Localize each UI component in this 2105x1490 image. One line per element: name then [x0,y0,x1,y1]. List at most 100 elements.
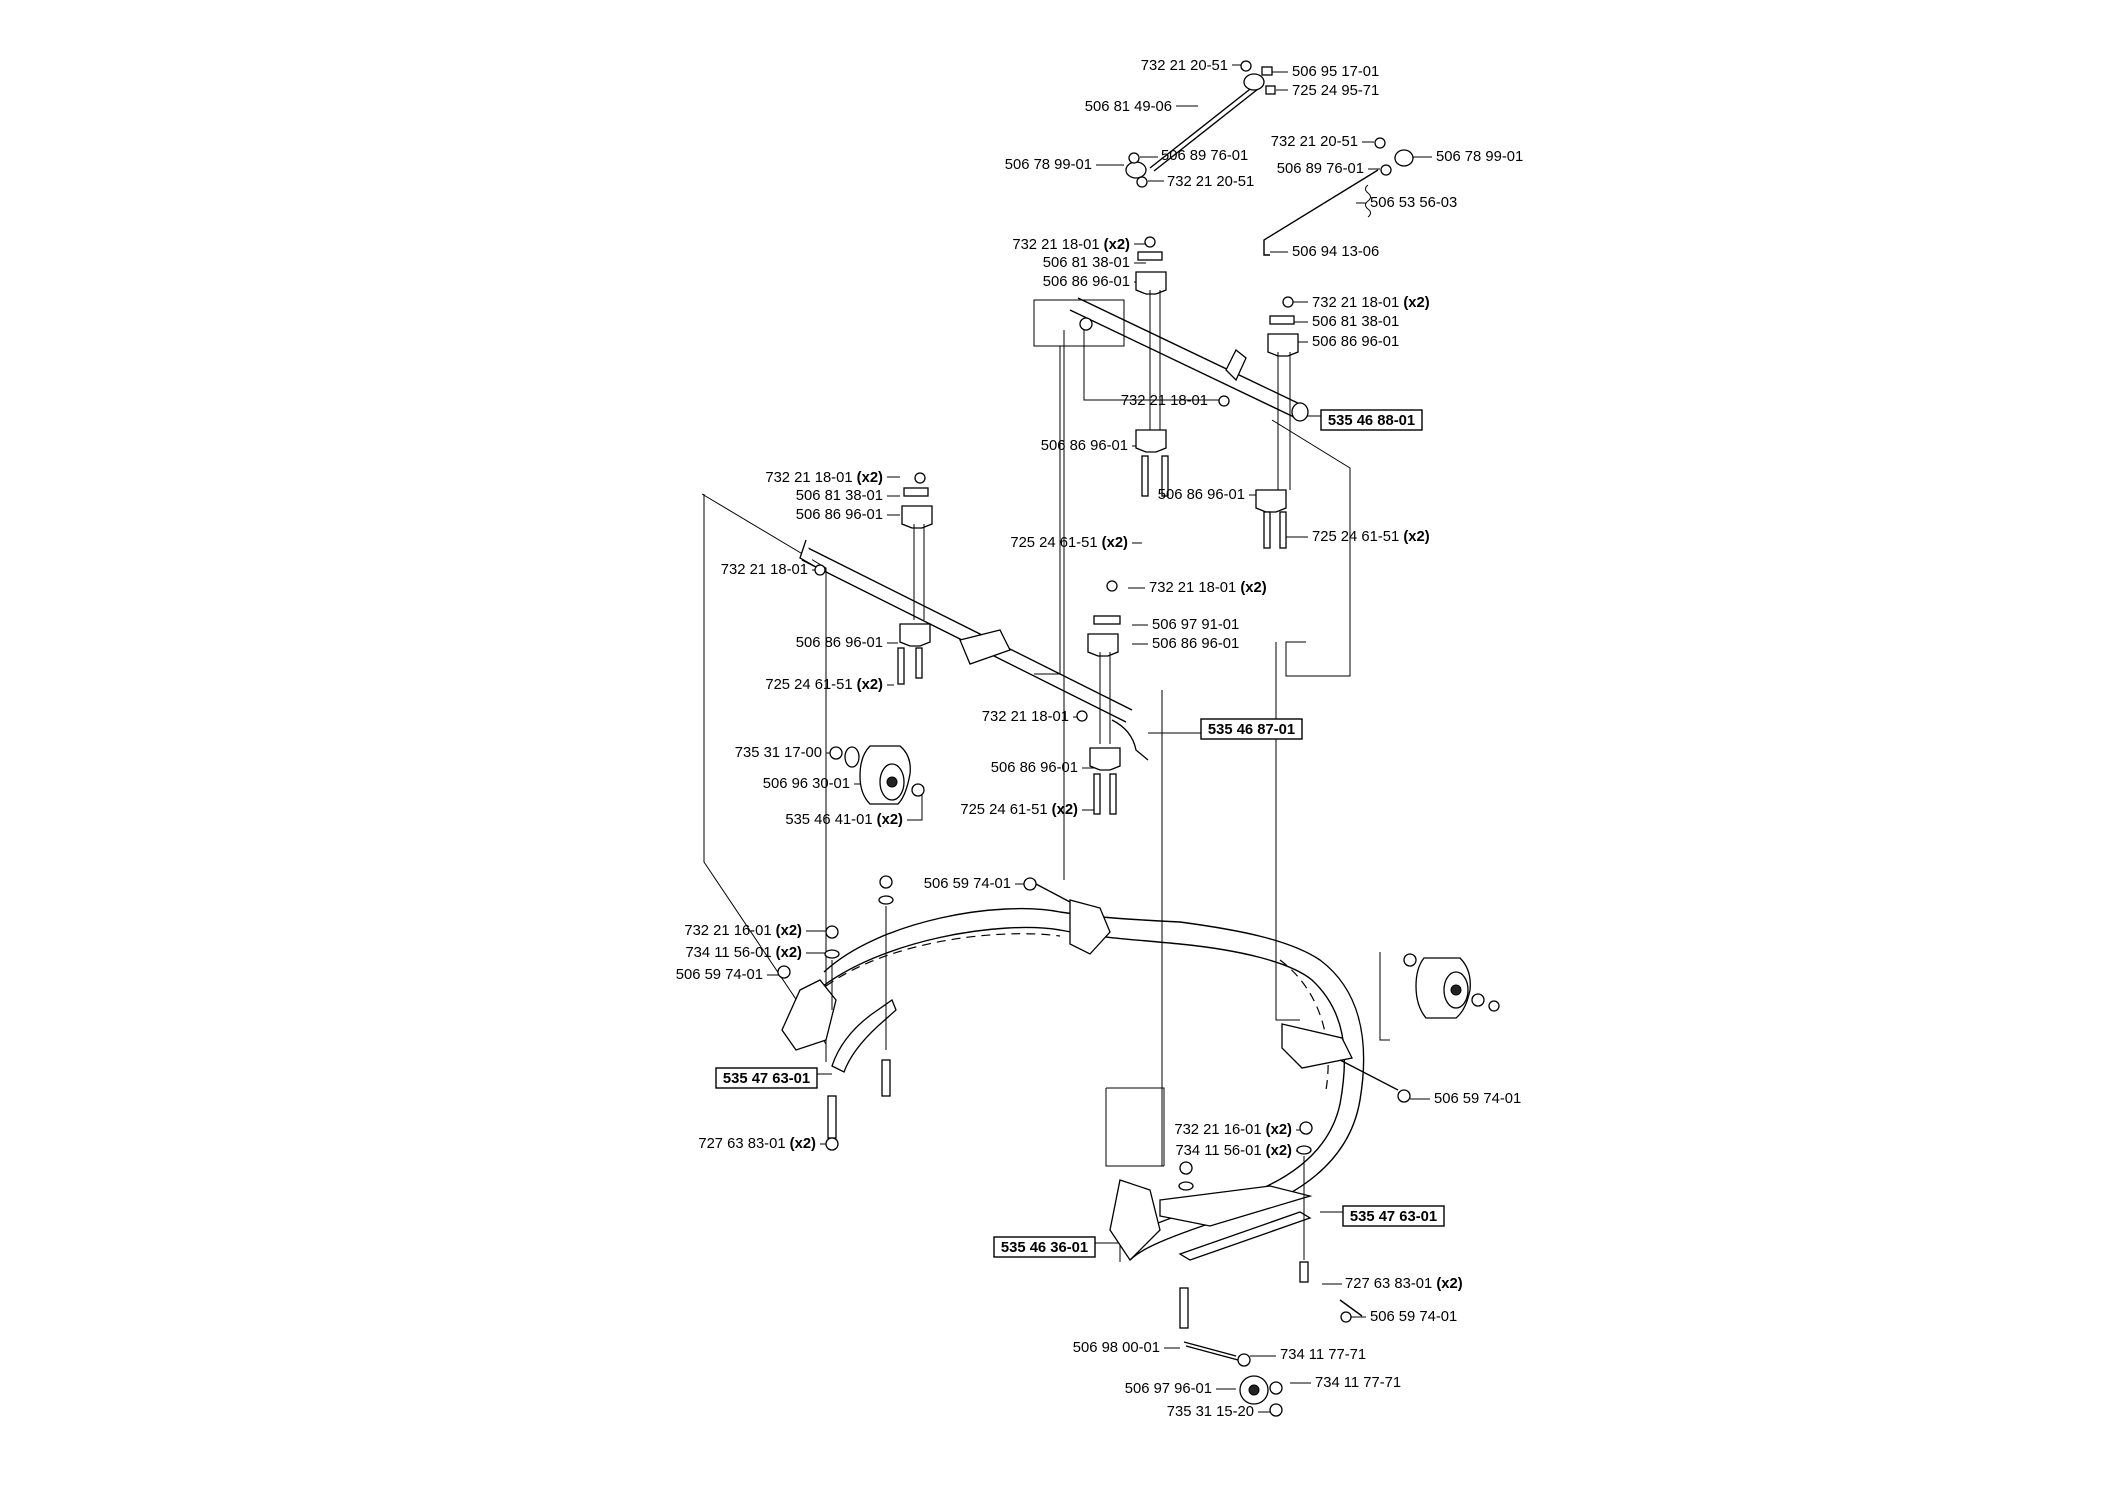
part-number: 732 21 16-01 [684,923,771,939]
assembly-box-frame [1200,718,1303,740]
part-number: 732 21 18-01 [1121,393,1208,409]
part-number: 506 59 74-01 [676,967,763,983]
part-number: 506 96 30-01 [763,776,850,792]
assembly-number-box: 535 46 87-01 [1200,718,1303,740]
quantity-label: (x2) [853,470,883,486]
part-labels: 732 21 20-51 506 95 17-01 725 24 95-71 506 … [676,58,1523,1420]
assembly-number-box: 535 46 36-01 [993,1236,1096,1258]
part-number: 506 95 17-01 [1292,64,1379,80]
part-number-label: 732 21 20-51 [1141,58,1228,74]
part-number: 506 86 96-01 [1041,438,1128,454]
part-number: 732 21 20-51 [1271,134,1358,150]
part-number: 734 11 77-71 [1280,1347,1366,1363]
part-number: 506 59 74-01 [1370,1309,1457,1325]
part-number-label: 506 86 96-01 [991,760,1078,776]
quantity-label: (x2) [1399,529,1429,545]
part-number-label: 506 78 99-01 [1436,149,1523,165]
assembly-number-box: 535 47 63-01 [1342,1205,1445,1227]
part-number: 506 98 00-01 [1073,1340,1160,1356]
part-number-label: 506 81 38-01 [1312,314,1399,330]
assembly-box-frame [993,1236,1096,1258]
bottom-roller-assembly [1179,1287,1283,1417]
part-number: 506 97 96-01 [1125,1381,1212,1397]
part-number-label: 734 11 56-01 (x2) [685,945,802,961]
part-number-label: 732 21 16-01 (x2) [684,923,802,939]
part-number: 506 78 99-01 [1436,149,1523,165]
quantity-label: (x2) [772,945,802,961]
part-number: 535 46 41-01 [785,812,872,828]
part-number-label: 506 98 00-01 [1073,1340,1160,1356]
part-number: 506 86 96-01 [1312,334,1399,350]
assembly-number-box: 535 47 63-01 [715,1067,818,1089]
part-number: 506 81 38-01 [1312,314,1399,330]
part-number: 732 21 18-01 [982,709,1069,725]
part-number-label: 732 21 18-01 [982,709,1069,725]
part-number: 506 78 99-01 [1005,157,1092,173]
part-number: 732 21 18-01 [721,562,808,578]
part-number-label: 506 96 30-01 [763,776,850,792]
part-number: 732 21 18-01 [1312,295,1399,311]
quantity-label: (x2) [1048,802,1078,818]
frame-535-46-88-01 [1033,236,1351,677]
part-number-label: 735 31 17-00 [735,745,822,761]
part-number: 506 86 96-01 [1043,274,1130,290]
part-number: 506 81 49-06 [1085,99,1172,115]
assembly-number: 535 46 36-01 [1001,1240,1088,1256]
quantity-label: (x2) [772,923,802,939]
part-number-label: 734 11 77-71 [1315,1375,1401,1391]
part-number-label: 506 59 74-01 [924,876,1011,892]
part-number: 506 89 76-01 [1161,148,1248,164]
part-number: 506 53 56-03 [1370,195,1457,211]
part-number: 725 24 61-51 [765,677,852,693]
part-number-label: 732 21 18-01 (x2) [765,470,883,486]
part-number: 506 59 74-01 [1434,1091,1521,1107]
part-number-label: 506 97 91-01 [1152,617,1239,633]
part-number-label: 506 86 96-01 [796,635,883,651]
part-number-label: 732 21 20-51 [1167,174,1254,190]
part-number-label: 727 63 83-01 (x2) [698,1136,816,1152]
quantity-label: (x2) [1098,535,1128,551]
part-number: 735 31 17-00 [735,745,822,761]
part-number: 506 86 96-01 [796,507,883,523]
part-number-label: 506 81 38-01 [796,488,883,504]
part-number-label: 725 24 61-51 (x2) [1010,535,1128,551]
part-number: 506 86 96-01 [1158,487,1245,503]
skid-535-47-63-01-left [824,875,897,1151]
upper-linkage-rod [1125,60,1414,256]
part-number: 732 21 20-51 [1141,58,1228,74]
quantity-label: (x2) [873,812,903,828]
part-number: 725 24 61-51 [1312,529,1399,545]
part-number-label: 725 24 95-71 [1292,83,1379,99]
quantity-label: (x2) [1399,295,1429,311]
part-number: 734 11 56-01 [685,945,771,961]
frame-535-46-87-01 [701,472,1149,1062]
assembly-labels: 535 46 88-01 535 46 87-01 535 47 63-01 535 … [715,409,1445,1258]
part-number-label: 725 24 61-51 (x2) [1312,529,1430,545]
part-number: 506 89 76-01 [1277,161,1364,177]
assembly-number: 535 47 63-01 [1350,1209,1437,1225]
assembly-number: 535 46 87-01 [1208,722,1295,738]
quantity-label: (x2) [1262,1122,1292,1138]
part-number-label: 732 21 18-01 (x2) [1312,295,1430,311]
assembly-box-frame [1320,409,1423,431]
part-number: 734 11 56-01 [1175,1143,1261,1159]
part-number: 732 21 18-01 [765,470,852,486]
part-number-label: 732 21 20-51 [1271,134,1358,150]
part-number: 506 94 13-06 [1292,244,1379,260]
assembly-number: 535 47 63-01 [723,1071,810,1087]
part-number: 725 24 61-51 [1010,535,1097,551]
part-number-label: 735 31 15-20 [1167,1404,1254,1420]
quantity-label: (x2) [1262,1143,1292,1159]
skid-535-47-63-01-right [1178,1121,1363,1323]
part-number-label: 732 21 18-01 (x2) [1012,237,1130,253]
part-number-label: 734 11 56-01 (x2) [1175,1143,1292,1159]
part-number-label: 732 21 18-01 [1121,393,1208,409]
part-number-label: 725 24 61-51 (x2) [960,802,1078,818]
part-number-label: 535 46 41-01 (x2) [785,812,903,828]
quantity-label: (x2) [853,677,883,693]
assembly-box-frame [715,1067,818,1089]
part-number-label: 506 86 96-01 [1043,274,1130,290]
part-number-label: 506 86 96-01 [1152,636,1239,652]
assembly-number: 535 46 88-01 [1328,413,1415,429]
